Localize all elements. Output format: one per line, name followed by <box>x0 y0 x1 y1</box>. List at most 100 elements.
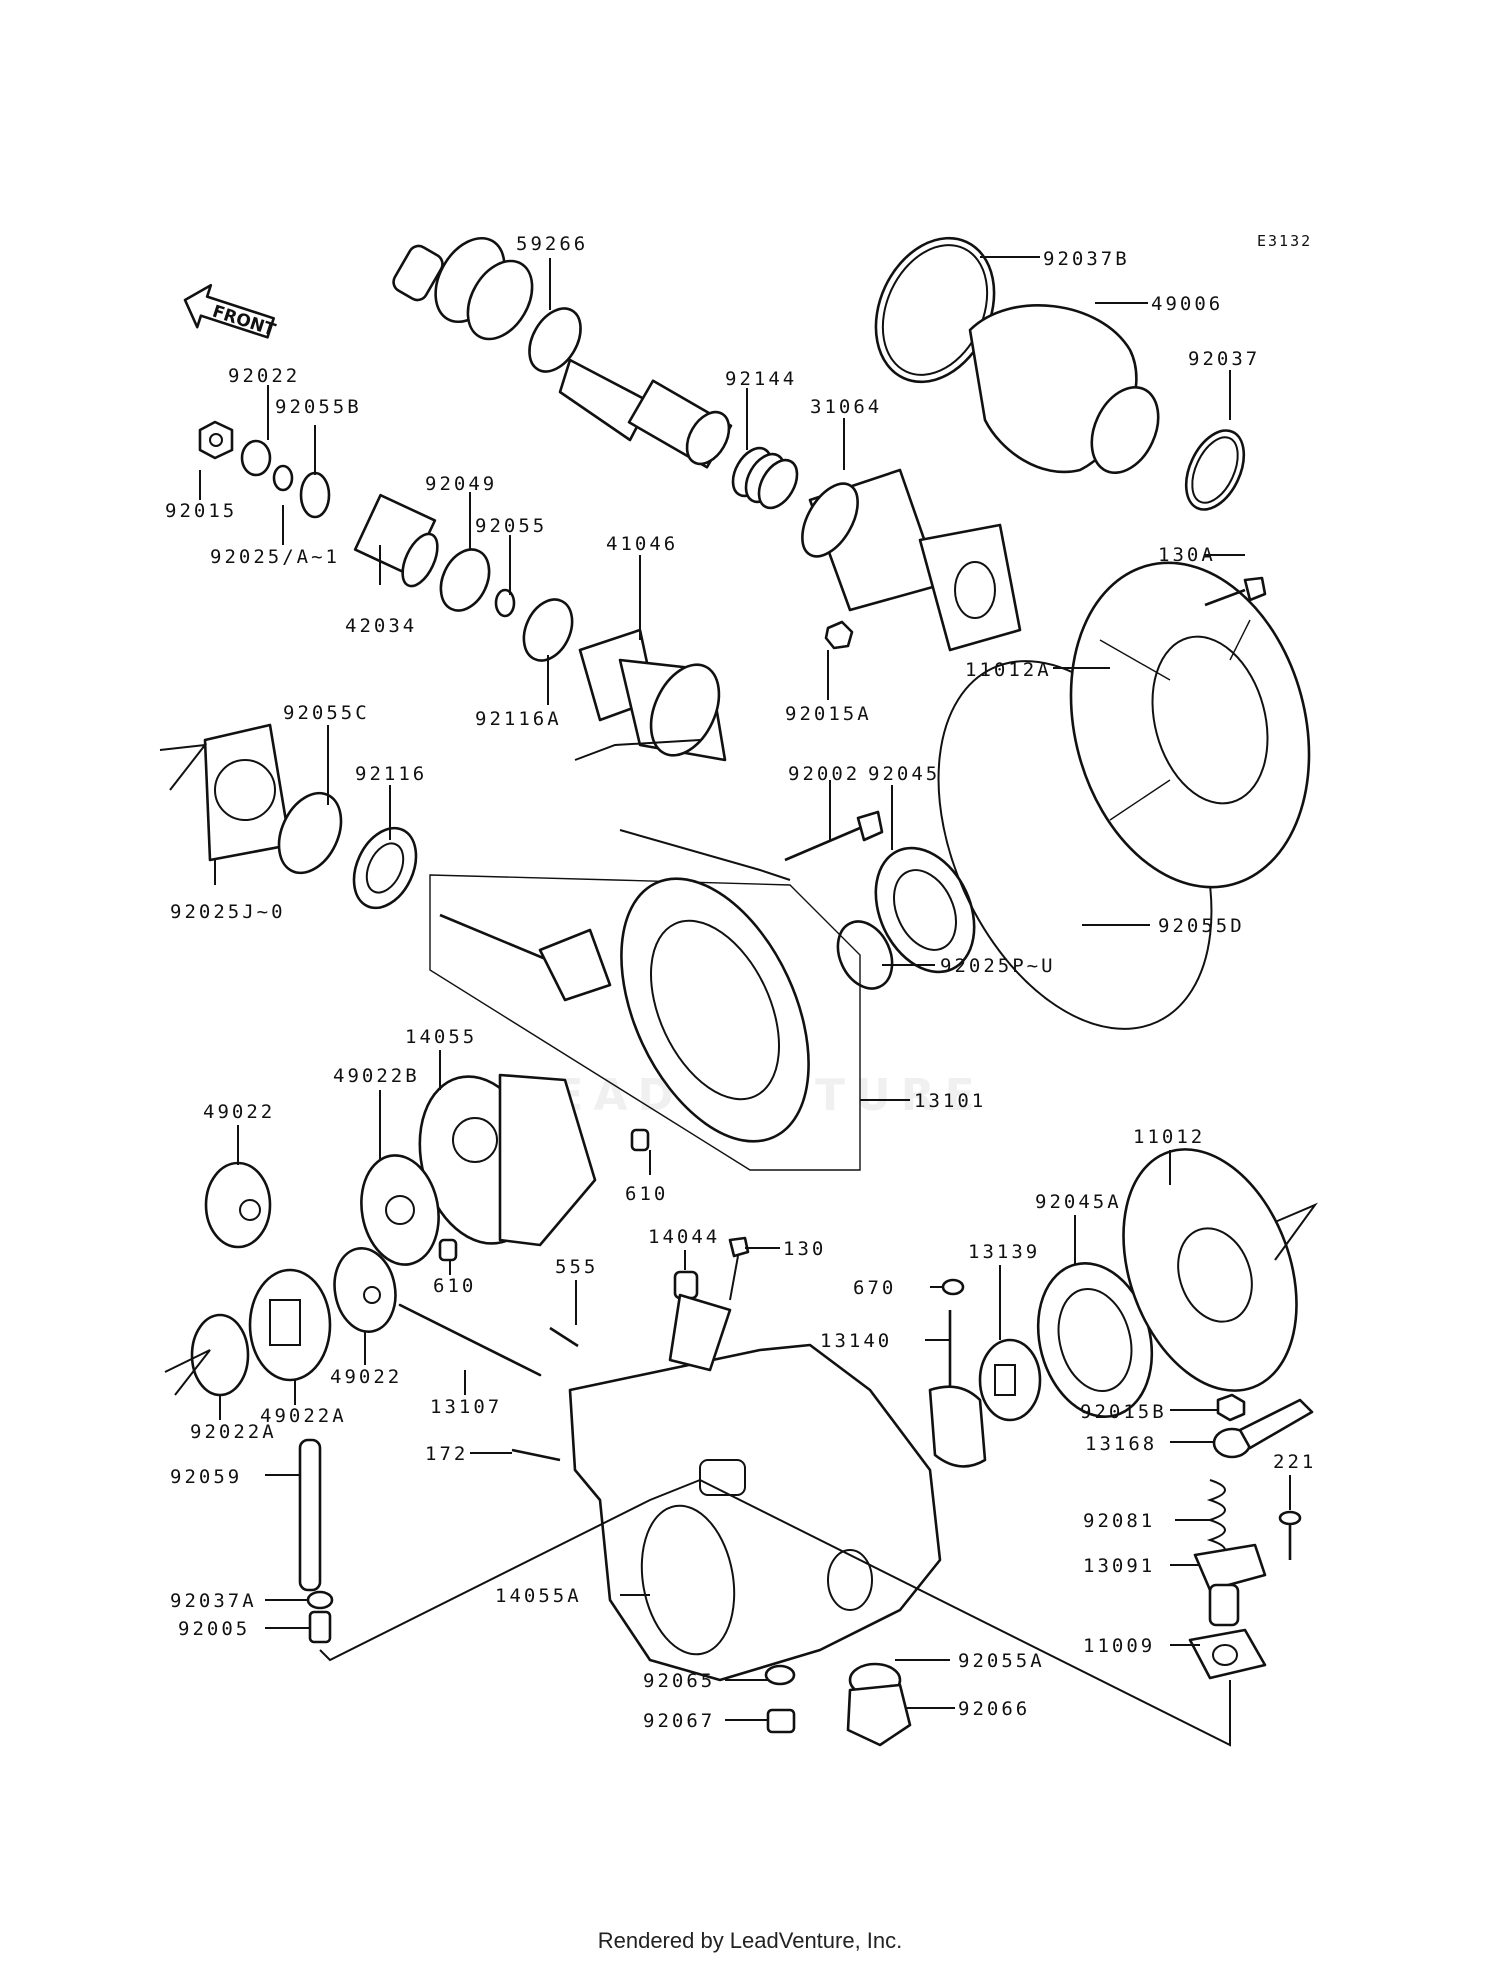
label-92002: 92002 <box>788 763 860 785</box>
label-13091: 13091 <box>1083 1555 1155 1577</box>
bracket-14044-part <box>668 1270 732 1372</box>
label-49022B: 49022B <box>333 1065 420 1087</box>
label-92065: 92065 <box>643 1670 715 1692</box>
label-172: 172 <box>425 1443 468 1465</box>
label-13101: 13101 <box>914 1090 986 1112</box>
fitting-92005-part <box>308 1610 332 1644</box>
label-92015B: 92015B <box>1080 1401 1167 1423</box>
label-92045: 92045 <box>868 763 940 785</box>
label-92025J: 92025J~0 <box>170 901 286 923</box>
label-670: 670 <box>853 1277 896 1299</box>
gear-housing-part <box>568 1343 942 1682</box>
plug-92067-part <box>766 1708 796 1734</box>
label-13140: 13140 <box>820 1330 892 1352</box>
label-92055B: 92055B <box>275 396 362 418</box>
label-41046: 41046 <box>606 533 678 555</box>
label-610b: 610 <box>433 1275 476 1297</box>
front-arrow-icon: FRONT <box>183 283 278 341</box>
nut-92015B-part <box>1216 1393 1246 1422</box>
bearing-92116A-part <box>522 598 574 662</box>
bearing-92045-part <box>874 846 976 974</box>
drive-shaft-part <box>392 236 733 469</box>
label-14055A: 14055A <box>495 1585 582 1607</box>
spring-part <box>731 446 799 510</box>
small-washer-part <box>272 464 294 492</box>
small-o-ring-part <box>494 588 516 618</box>
ring-pinion-gear-part <box>429 874 861 1171</box>
bearing-part <box>439 548 491 612</box>
clamp-92037A-part <box>306 1590 334 1610</box>
nut-92015A-part <box>824 620 854 650</box>
shift-shaft-part <box>928 1310 987 1468</box>
sleeve-13139-part <box>978 1338 1042 1422</box>
cam-13091-part <box>1193 1543 1267 1627</box>
label-31064: 31064 <box>810 396 882 418</box>
label-92116A: 92116A <box>475 708 562 730</box>
pin-610-part <box>630 1128 650 1152</box>
side-gear-49022A-part <box>248 1268 332 1382</box>
label-610a: 610 <box>625 1183 668 1205</box>
label-92025A: 92025/A~1 <box>210 546 340 568</box>
footer-credit: Rendered by LeadVenture, Inc. <box>597 1928 903 1953</box>
screw-221-part <box>1278 1510 1302 1560</box>
label-42034: 42034 <box>345 615 417 637</box>
label-130A: 130A <box>1158 544 1216 566</box>
bolt-92002-part <box>784 810 884 862</box>
label-92037A: 92037A <box>170 1590 257 1612</box>
o-ring-part <box>299 471 331 519</box>
breather-hose-part <box>298 1438 322 1592</box>
gear-49022-part <box>204 1161 272 1249</box>
bolt-130A-part <box>1204 576 1267 607</box>
label-92022: 92022 <box>228 365 300 387</box>
label-92049: 92049 <box>425 473 497 495</box>
label-92055C: 92055C <box>283 702 370 724</box>
pinion-shaft-13107-part <box>398 1303 542 1377</box>
washer-part <box>240 439 272 477</box>
cover-11012A-part <box>1069 561 1311 889</box>
label-49022A: 49022A <box>260 1405 347 1427</box>
pin-555-part <box>549 1326 579 1348</box>
label-221: 221 <box>1273 1451 1316 1473</box>
label-13107: 13107 <box>430 1396 502 1418</box>
o-ring-670-part <box>941 1278 965 1296</box>
label-59266: 59266 <box>516 233 588 255</box>
label-11009: 11009 <box>1083 1635 1155 1657</box>
label-49022c: 49022 <box>330 1366 402 1388</box>
label-49022: 49022 <box>203 1101 275 1123</box>
bolt-130-part <box>728 1236 750 1301</box>
label-92015A: 92015A <box>785 703 872 725</box>
label-92066: 92066 <box>958 1698 1030 1720</box>
label-14055: 14055 <box>405 1026 477 1048</box>
cover-11012-part <box>1122 1148 1298 1392</box>
pin-610b-part <box>438 1238 458 1262</box>
label-92037B: 92037B <box>1043 248 1130 270</box>
label-92055A: 92055A <box>958 1650 1045 1672</box>
label-13168: 13168 <box>1085 1433 1157 1455</box>
diagram-code: E3132 <box>1257 232 1313 250</box>
gear-49022B-part <box>360 1154 440 1266</box>
boot-part <box>874 236 1246 511</box>
plug-92066-part <box>846 1683 912 1747</box>
gasket-11009-part <box>1188 1628 1267 1680</box>
label-11012A: 11012A <box>965 659 1052 681</box>
diff-case-part <box>418 1073 597 1247</box>
stud-172-part <box>511 1448 561 1462</box>
label-555: 555 <box>555 1256 598 1278</box>
label-92025P: 92025P~U <box>940 955 1056 977</box>
gasket-part <box>203 723 292 862</box>
label-92067: 92067 <box>643 1710 715 1732</box>
label-130: 130 <box>783 1238 826 1260</box>
gear-49022c-part <box>333 1247 397 1333</box>
label-92081: 92081 <box>1083 1510 1155 1532</box>
label-92015: 92015 <box>165 500 237 522</box>
label-14044: 14044 <box>648 1226 720 1248</box>
label-92005: 92005 <box>178 1618 250 1640</box>
label-92144: 92144 <box>725 368 797 390</box>
nut-part <box>198 420 234 460</box>
label-13139: 13139 <box>968 1241 1040 1263</box>
label-11012: 11012 <box>1133 1126 1205 1148</box>
bearing-92116-part <box>352 826 418 910</box>
part-number-labels: 59266 92037B 49006 92037 92022 92055B 92… <box>165 233 1316 1732</box>
label-92037: 92037 <box>1188 348 1260 370</box>
